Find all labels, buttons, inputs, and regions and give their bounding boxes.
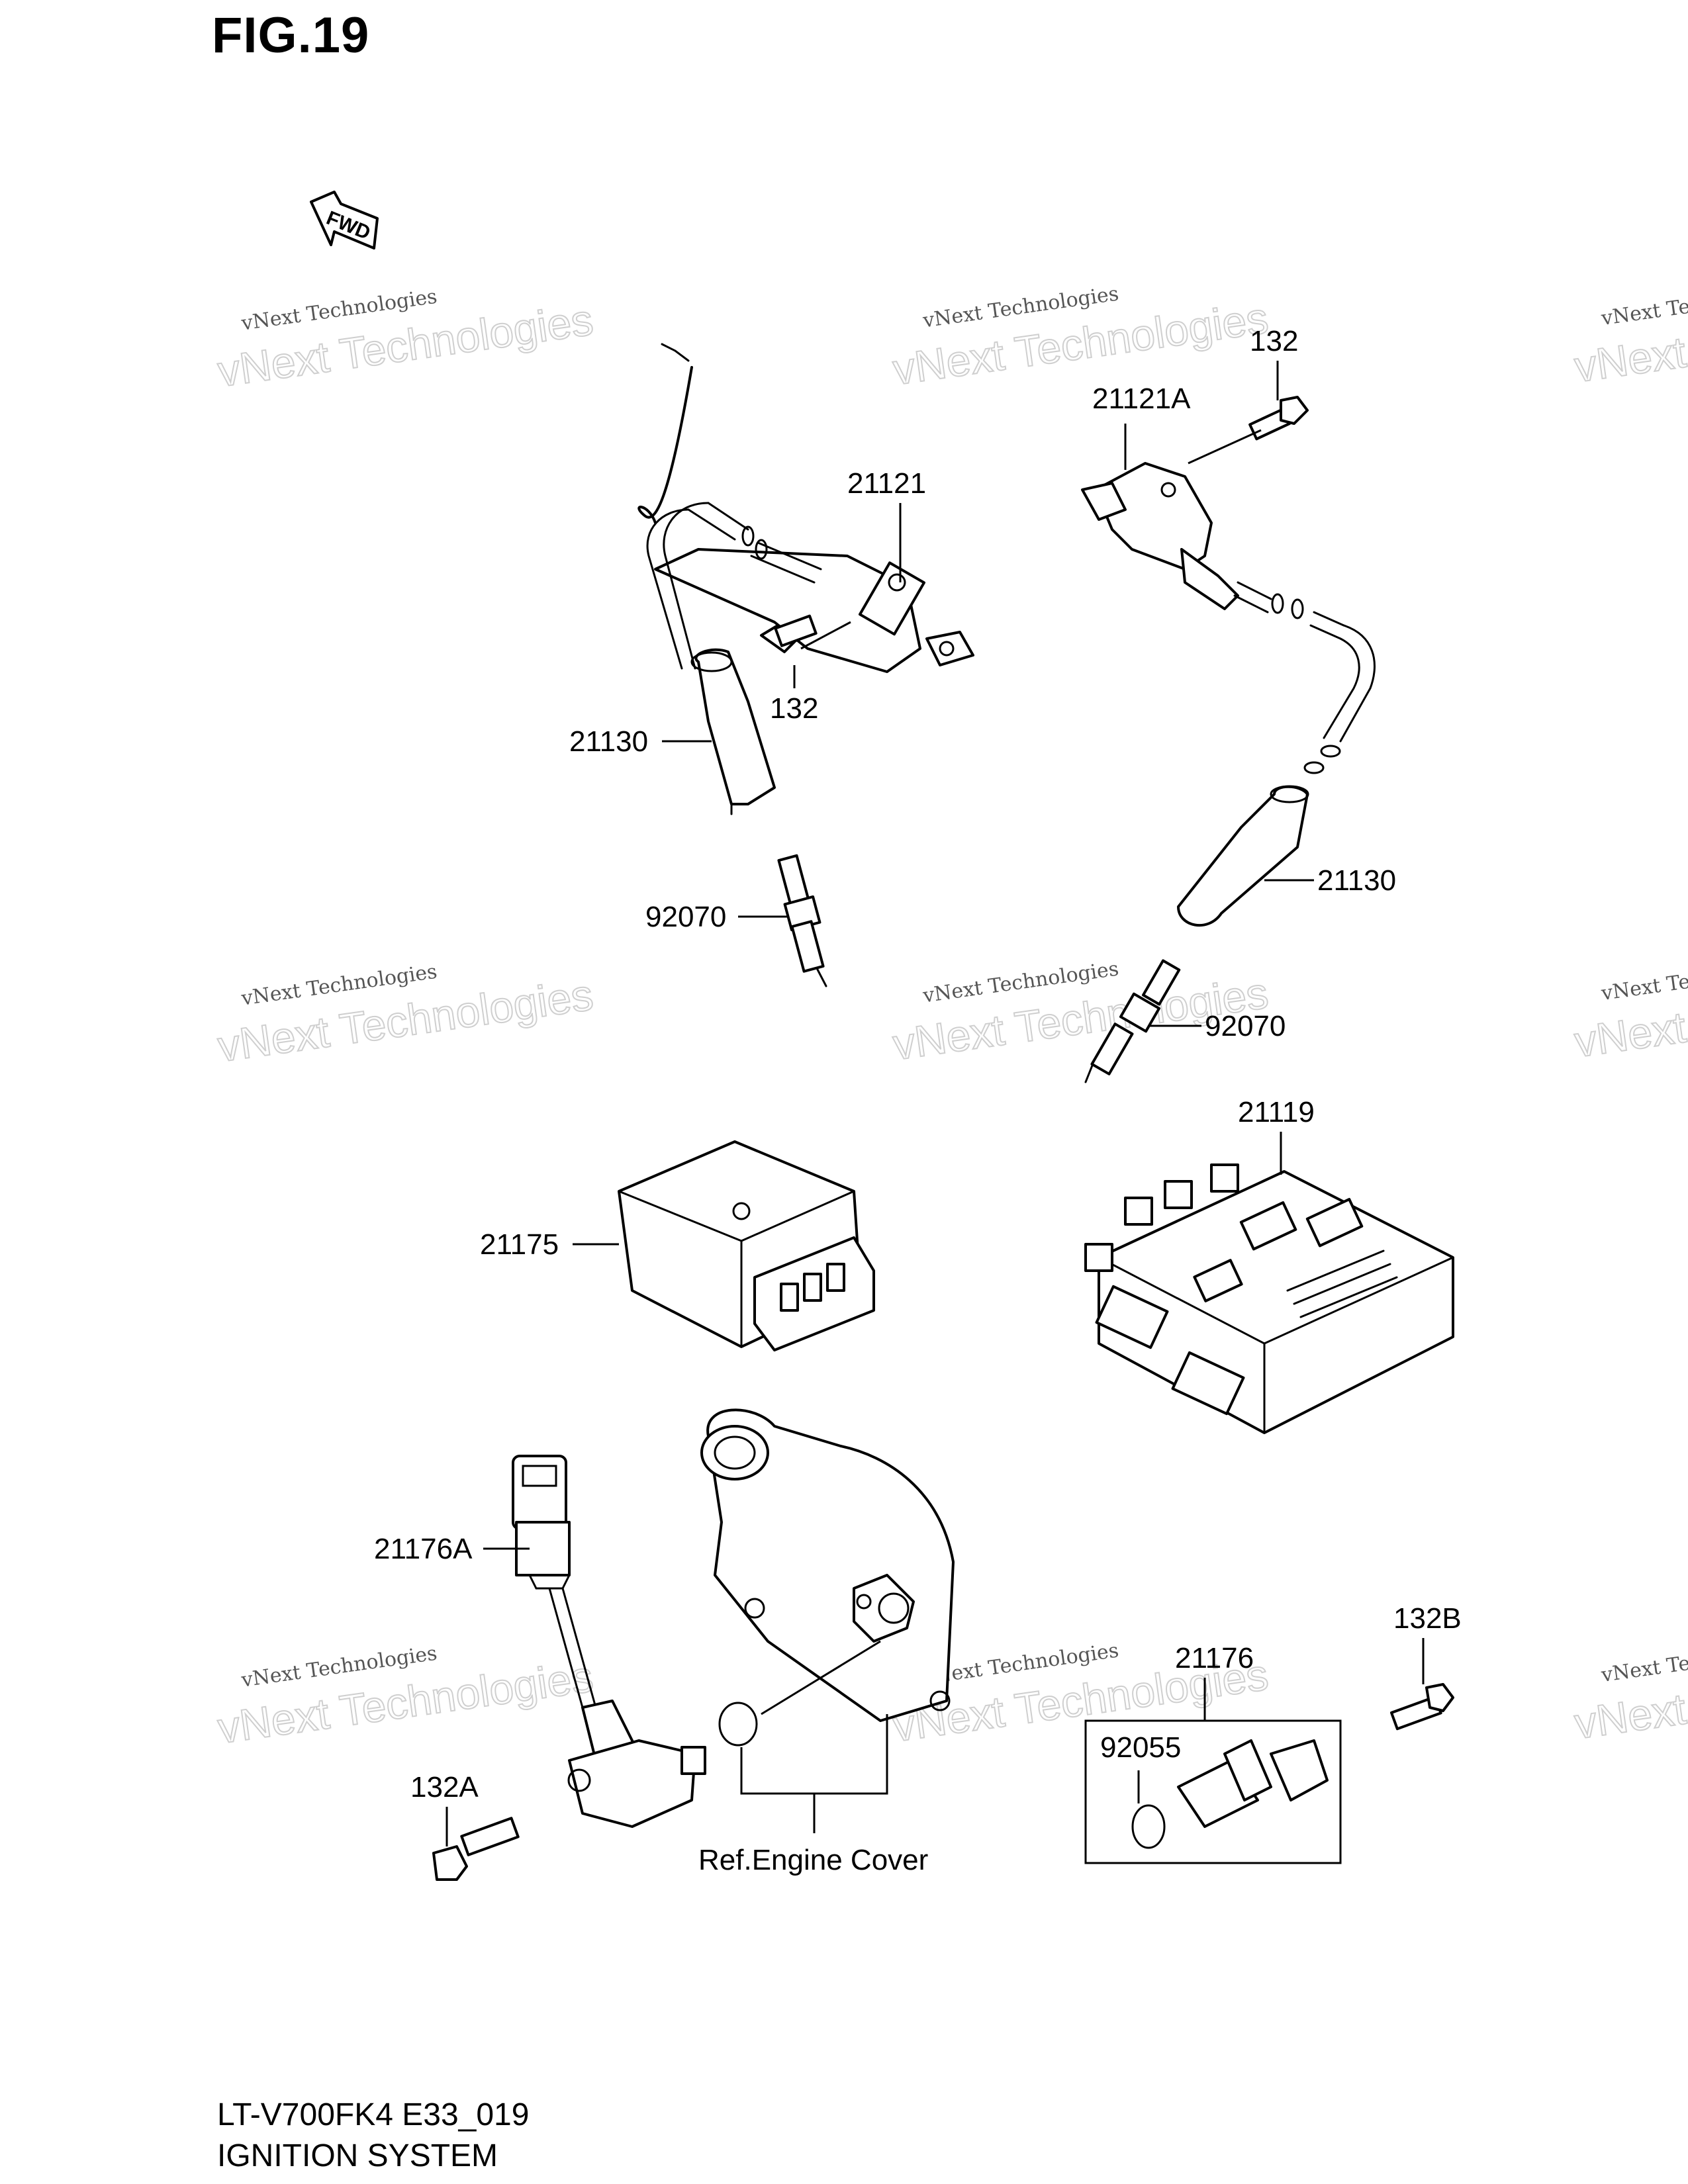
watermark-middle-center: vNext Technologies vNext Technologies [889,957,1272,1069]
fwd-arrow-icon: FWD [310,191,379,250]
watermark-small-text: vNext Technologies [1599,955,1688,1005]
sensor-21176A [512,1455,706,1828]
module-21175 [618,1140,875,1351]
watermark-bottom-left: vNext Technologies vNext Technologies [214,1642,597,1754]
watermark-layer: vNext Technologies vNext Technologies vN… [214,280,1688,1754]
callout-21130: 21130 [569,725,648,758]
plug-cap-21130-left [690,648,776,815]
ignition-coil-left [654,548,974,673]
callout-21121: 21121 [847,467,926,500]
ignition-coil-right [1081,462,1239,610]
watermark-top-center: vNext Technologies vNext Technologies [889,282,1272,394]
watermark-bottom-right: vNext Technologies vNext Technologies [1571,1637,1688,1749]
bolt-132B [1389,1683,1454,1731]
sensor-21176-group [1084,1719,1342,1864]
callout-132B: 132B [1393,1602,1462,1635]
callout-ref-engine-cover: Ref.Engine Cover [698,1844,928,1876]
footer-model-code: LT-V700FK4 E33_019 [217,2097,530,2132]
callout-92055: 92055 [1100,1731,1181,1764]
callout-21175: 21175 [480,1228,559,1261]
callout-labels: 132 21121A 21121 132 21130 21130 92070 9… [374,325,1462,1876]
leader-lines [445,361,1425,1846]
plug-cap-21130-right [1177,785,1309,927]
engine-cover-reference [700,1408,955,1722]
callout-92070: 92070 [645,901,726,933]
ignition-cable-left [637,343,822,670]
footer-section-name: IGNITION SYSTEM [217,2138,498,2173]
o-ring-left [718,1702,758,1747]
figure-title: FIG.19 [212,7,370,64]
callout-132A: 132A [410,1771,479,1803]
watermark-top-right: vNext Technologies vNext Technologies [1571,280,1688,392]
callout-21176: 21176 [1175,1642,1254,1674]
callout-132: 132 [770,692,818,725]
callout-132: 132 [1250,325,1298,357]
callout-21176A: 21176A [374,1533,473,1565]
ignition-cable-right [1233,581,1376,774]
bolt-132A [432,1817,520,1881]
spark-plug-92070-right [1084,959,1181,1083]
watermark-small-text: vNext Technologies [1599,280,1688,330]
callout-21121A: 21121A [1092,383,1191,415]
callout-21130: 21130 [1317,864,1396,897]
spark-plug-92070-left [777,854,827,987]
bolt-132-left [760,614,818,653]
watermark-middle-left: vNext Technologies vNext Technologies [214,960,597,1072]
ecu-21119 [1084,1163,1454,1434]
watermark-top-left: vNext Technologies vNext Technologies [214,285,597,397]
bolt-132-right [1248,396,1309,441]
watermark-middle-right: vNext Technologies vNext Technologies [1571,955,1688,1067]
watermark-small-text: vNext Technologies [1599,1637,1688,1687]
callout-21119: 21119 [1238,1096,1315,1128]
o-ring-92055 [1131,1804,1166,1849]
callout-92070: 92070 [1205,1010,1286,1042]
